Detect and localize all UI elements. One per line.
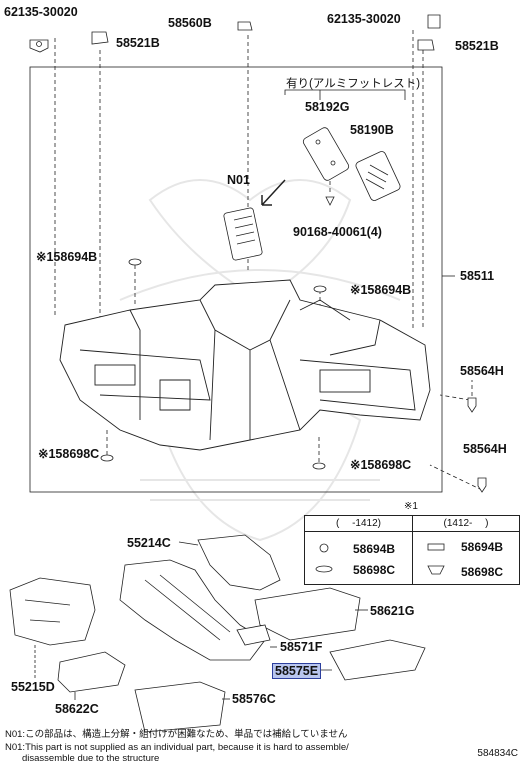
label-58190b[interactable]: 58190B: [350, 123, 394, 137]
table-cell-left-58698c[interactable]: 58698C: [353, 563, 396, 577]
clip-58564h-2: [477, 477, 487, 493]
label-58192g[interactable]: 58192G: [305, 100, 350, 114]
option-note: 有り(アルミフットレスト): [286, 78, 421, 90]
label-58694b-left[interactable]: ※158694B: [36, 250, 98, 264]
note-n01-english-line2: disassemble due to the structure: [22, 753, 160, 764]
label-58621g[interactable]: 58621G: [370, 604, 415, 618]
table-col2-header: (1412- ): [413, 516, 519, 532]
label-58698c-right[interactable]: ※158698C: [350, 458, 412, 472]
pad-58698c-left: [100, 454, 114, 462]
table-cell-right-58698c[interactable]: 58698C: [461, 565, 504, 579]
label-58576c[interactable]: 58576C: [232, 692, 276, 706]
clip-62135-left: [29, 39, 49, 53]
assembly-frame: [29, 66, 443, 493]
n01-arrow: [261, 179, 286, 206]
label-58521b-left[interactable]: 58521B: [116, 36, 160, 50]
label-58564h-1[interactable]: 58564H: [460, 364, 504, 378]
table-col1-header: ( -1412): [305, 516, 412, 532]
label-58622c[interactable]: 58622C: [55, 702, 99, 716]
label-62135-30020-left[interactable]: 62135-30020: [4, 5, 78, 19]
silencer-55215d: [9, 577, 96, 646]
mat-58571f: [236, 624, 271, 646]
mat-58575e: [329, 639, 426, 681]
footrest-58192g: [302, 127, 350, 181]
footrest-58190b: [355, 151, 401, 201]
note-n01-japanese: N01:この部品は、構造上分解・組付けが困難なため、単品では補給していません: [5, 729, 348, 740]
screw-90168: [325, 196, 335, 206]
label-58694b-right[interactable]: ※158694B: [350, 283, 412, 297]
label-90168-40061[interactable]: 90168-40061(4): [293, 225, 382, 239]
pad-58694b-left: [128, 258, 142, 266]
label-62135-30020-right[interactable]: 62135-30020: [327, 12, 401, 26]
table-marker: ※1: [404, 501, 418, 512]
label-55215d[interactable]: 55215D: [11, 680, 55, 694]
label-58560b[interactable]: 58560B: [168, 16, 212, 30]
pad-58698c-right: [312, 462, 326, 470]
label-58571f[interactable]: 58571F: [280, 640, 323, 654]
floor-carpet-58511: [59, 279, 431, 451]
clip-58521b-left: [91, 31, 109, 45]
pad-58694b-right: [313, 285, 327, 293]
label-n01[interactable]: N01: [227, 173, 250, 187]
mat-58621g: [254, 587, 361, 641]
pad-n01: [223, 207, 263, 261]
label-58564h-2[interactable]: 58564H: [463, 442, 507, 456]
mat-58576c: [134, 681, 226, 733]
label-58575e-highlighted[interactable]: 58575E: [272, 663, 322, 679]
variant-table: ( -1412) (1412- ) 58694B 58698C 58694B 5…: [304, 515, 520, 585]
silencer-55214c: [119, 559, 266, 661]
clip-58564h-1: [467, 397, 477, 413]
table-cell-left-58694b[interactable]: 58694B: [353, 542, 396, 556]
label-58511[interactable]: 58511: [460, 269, 495, 283]
clip-58560b: [237, 21, 253, 31]
clip-58521b-right: [417, 39, 435, 51]
diagram-id: 584834C: [477, 748, 518, 759]
note-n01-english-line1: N01:This part is not supplied as an indi…: [5, 742, 349, 753]
clip-62135-right: [427, 14, 441, 29]
label-58698c-left[interactable]: ※158698C: [38, 447, 100, 461]
label-55214c[interactable]: 55214C: [127, 536, 171, 550]
label-58521b-right[interactable]: 58521B: [455, 39, 499, 53]
table-cell-right-58694b[interactable]: 58694B: [461, 540, 504, 554]
mat-58622c: [57, 651, 126, 693]
